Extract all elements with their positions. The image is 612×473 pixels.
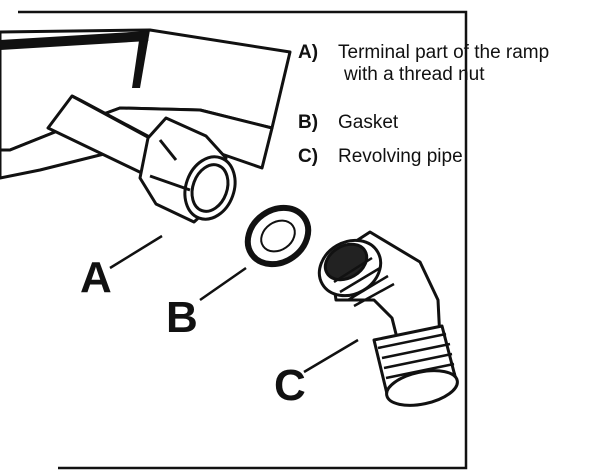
legend-key-b: B) <box>298 112 319 133</box>
callout-letter-a: A <box>80 253 112 302</box>
legend-item-c: C) Revolving pipe <box>298 146 463 168</box>
legend-text-a-line1: Terminal part of the ramp <box>338 42 550 63</box>
legend-key-a: A) <box>298 42 319 63</box>
callout-letter-c: C <box>274 361 306 410</box>
legend-item-b: B) Gasket <box>298 112 398 134</box>
part-a-nut <box>46 94 237 224</box>
legend-text-a-line2: with a thread nut <box>344 64 485 85</box>
legend-key-c: C) <box>298 146 319 167</box>
callout-letter-b: B <box>166 293 198 342</box>
part-c-elbow <box>317 230 459 407</box>
part-b-gasket <box>244 204 312 268</box>
legend-item-a: A) Terminal part of the ramp with a threa… <box>298 42 549 86</box>
legend-text-c: Revolving pipe <box>338 146 463 167</box>
leader-line-a <box>109 234 163 270</box>
frame-border <box>18 10 468 470</box>
leader-line-b <box>199 266 247 302</box>
legend-text-b: Gasket <box>338 112 399 133</box>
leader-line-c <box>303 338 359 374</box>
